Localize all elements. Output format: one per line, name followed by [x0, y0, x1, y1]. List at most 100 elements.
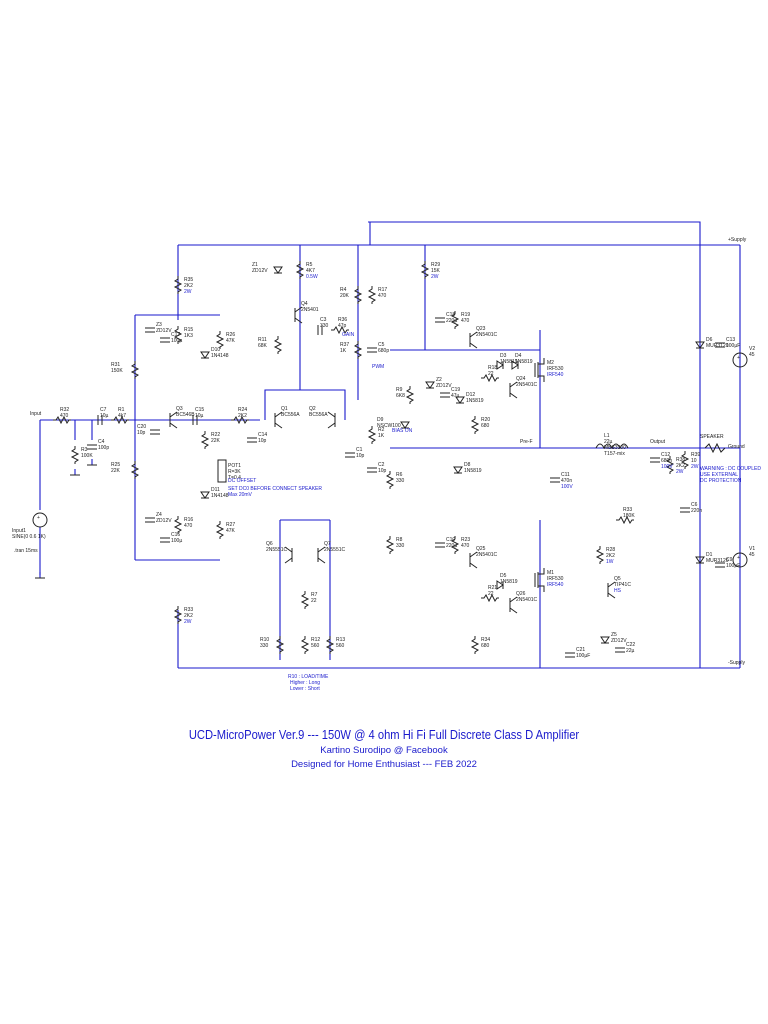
resistor — [405, 386, 415, 404]
resistor — [385, 471, 395, 489]
component-label: 1N5819 — [464, 468, 482, 474]
component-label: 2N5401C — [476, 552, 498, 558]
voltage-source: + — [737, 555, 740, 561]
component-label: D1 — [706, 552, 713, 558]
component-label: 560 — [311, 643, 320, 649]
component-label: R25 — [111, 462, 120, 468]
diode — [453, 466, 463, 474]
resistor — [481, 373, 499, 383]
component-label: 2N5401C — [476, 332, 498, 338]
component-label: 560 — [336, 643, 345, 649]
component-label: 15K — [431, 268, 441, 274]
component-label: C17 — [171, 332, 180, 338]
diode — [273, 266, 283, 274]
mosfet — [538, 358, 545, 365]
component-label: R18 — [488, 365, 497, 371]
transistor — [274, 411, 283, 418]
component-label: C3 — [320, 317, 327, 323]
transistor — [469, 331, 478, 338]
transistor — [284, 557, 293, 564]
diode — [400, 421, 410, 429]
component-label: 470n — [561, 478, 572, 484]
component-label: 10 — [691, 458, 697, 464]
component-label: ZD12V — [436, 383, 452, 389]
resistor — [215, 331, 225, 349]
component-label: R16 — [184, 517, 193, 523]
component-label: L1 — [604, 433, 610, 439]
wires — [39, 221, 741, 669]
resistor — [595, 546, 605, 564]
component-label: 470 — [60, 413, 69, 419]
diode — [455, 396, 465, 404]
component-label: C20 — [137, 424, 146, 430]
component-label: 47µ — [451, 393, 460, 399]
component-label: D10 — [211, 347, 220, 353]
transistor — [509, 596, 518, 603]
component-label: Q3 — [176, 406, 183, 412]
dc-offset-label: DC OFFSET — [228, 478, 256, 484]
component-label: C21 — [576, 647, 585, 653]
component-label: BC556A — [281, 412, 300, 418]
component-label: D11 — [211, 487, 220, 493]
component-label: R39 — [691, 452, 700, 458]
wire — [368, 221, 701, 245]
component-label: R5 — [306, 262, 313, 268]
component-label: MUR3120 — [706, 558, 729, 564]
diode — [695, 556, 705, 564]
component-label: BC556A — [309, 412, 328, 418]
component-label: 1N4148 — [211, 493, 229, 499]
diode — [695, 341, 705, 349]
resistor — [470, 636, 480, 654]
component-label: 100µF — [576, 653, 590, 659]
component-label: 150K — [111, 368, 123, 374]
resistor — [70, 446, 80, 464]
inductor — [595, 443, 629, 450]
protection-note: DC PROTECTION — [700, 478, 742, 484]
component-label: Z2 — [436, 377, 442, 383]
component-label: 220n — [691, 508, 702, 514]
component-label: 680 — [481, 423, 490, 429]
diode — [200, 351, 210, 359]
component-label: 1N5819 — [515, 359, 533, 365]
bias-on-label: BIAS ON — [392, 428, 413, 434]
component-label: TIP41C — [614, 582, 631, 588]
neg-supply-label: -Supply — [728, 660, 745, 666]
designed-for-line: Designed for Home Enthusiast --- FEB 202… — [291, 759, 477, 770]
component-label: C11 — [561, 472, 570, 478]
component-label: Z1 — [252, 262, 258, 268]
component-label: Q5 — [614, 576, 621, 582]
component-label: 10p — [137, 430, 146, 436]
component-label: R26 — [226, 332, 235, 338]
component-label: 22µ — [604, 439, 613, 445]
author-line: Kartino Surodipo @ Facebook — [320, 745, 448, 756]
source-spec: SINE(0 0.6 1K) — [12, 534, 46, 540]
component-label: IRF530 — [547, 366, 564, 372]
component-label: 330 — [396, 543, 405, 549]
component-label: 680 — [481, 643, 490, 649]
component-label: R15 — [184, 327, 193, 333]
transistor — [294, 317, 303, 324]
mosfet — [538, 375, 545, 382]
component-label: 330 — [396, 478, 405, 484]
resistor — [367, 286, 377, 304]
r10-note: R10 : LOAD/TIME — [288, 674, 329, 680]
wire — [264, 389, 346, 420]
component-label: C1 — [356, 447, 363, 453]
transistor — [327, 422, 336, 429]
component-label: 2K2 — [184, 613, 193, 619]
source-name: Input1 — [12, 528, 26, 534]
transistor — [509, 607, 518, 614]
diode — [600, 636, 610, 644]
component-label: 100V — [561, 484, 573, 490]
component-label: 4K7 — [306, 268, 315, 274]
input-node-label: Input — [30, 411, 42, 417]
transistor — [284, 546, 293, 553]
component-label: 10p — [258, 438, 267, 444]
component-label: 0.5W — [306, 274, 318, 280]
transistor — [509, 381, 518, 388]
transistor — [294, 306, 303, 313]
component-label: R11 — [258, 337, 267, 343]
component-label: HS — [614, 588, 622, 594]
component-label: Z3 — [156, 322, 162, 328]
component-label: R12 — [311, 637, 320, 643]
